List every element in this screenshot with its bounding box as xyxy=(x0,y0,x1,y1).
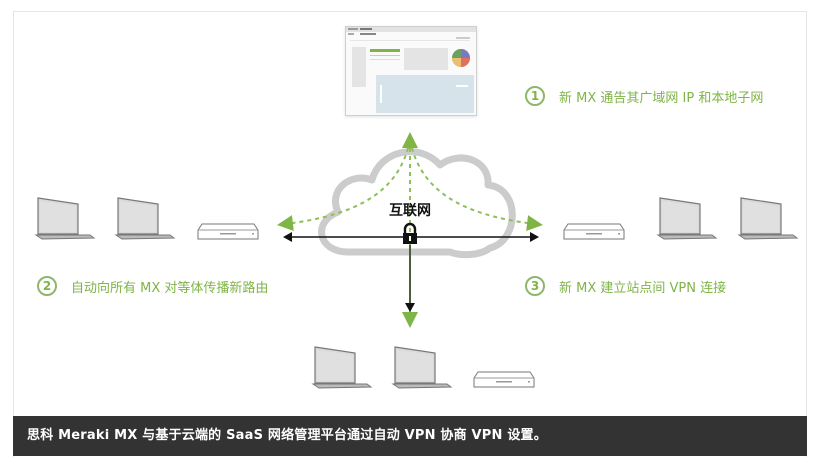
step-3: 3 新 MX 建立站点间 VPN 连接 xyxy=(525,276,726,296)
laptop-icon xyxy=(738,197,798,240)
step-number-badge: 2 xyxy=(37,276,57,296)
lock-icon xyxy=(403,222,417,244)
step-text: 新 MX 通告其广域网 IP 和本地子网 xyxy=(559,90,764,106)
step-number-badge: 3 xyxy=(525,276,545,296)
internet-label: 互联网 xyxy=(389,203,431,219)
step-1: 1 新 MX 通告其广域网 IP 和本地子网 xyxy=(525,86,763,106)
figure-caption: 思科 Meraki MX 与基于云端的 SaaS 网络管理平台通过自动 VPN … xyxy=(13,416,807,456)
mx-appliance-icon xyxy=(473,371,535,388)
internet-cloud-icon xyxy=(318,148,516,259)
step-2: 2 自动向所有 MX 对等体传播新路由 xyxy=(37,276,268,296)
laptop-icon xyxy=(115,197,175,240)
mx-appliance-icon xyxy=(563,223,625,240)
mx-appliance-icon xyxy=(197,223,259,240)
laptop-icon xyxy=(35,197,95,240)
laptop-icon xyxy=(657,197,717,240)
laptop-icon xyxy=(392,346,452,389)
step-text: 新 MX 建立站点间 VPN 连接 xyxy=(559,280,727,296)
laptop-icon xyxy=(312,346,372,389)
dashboard-thumbnail xyxy=(345,26,477,116)
step-number-badge: 1 xyxy=(525,86,545,106)
step-text: 自动向所有 MX 对等体传播新路由 xyxy=(71,280,269,296)
